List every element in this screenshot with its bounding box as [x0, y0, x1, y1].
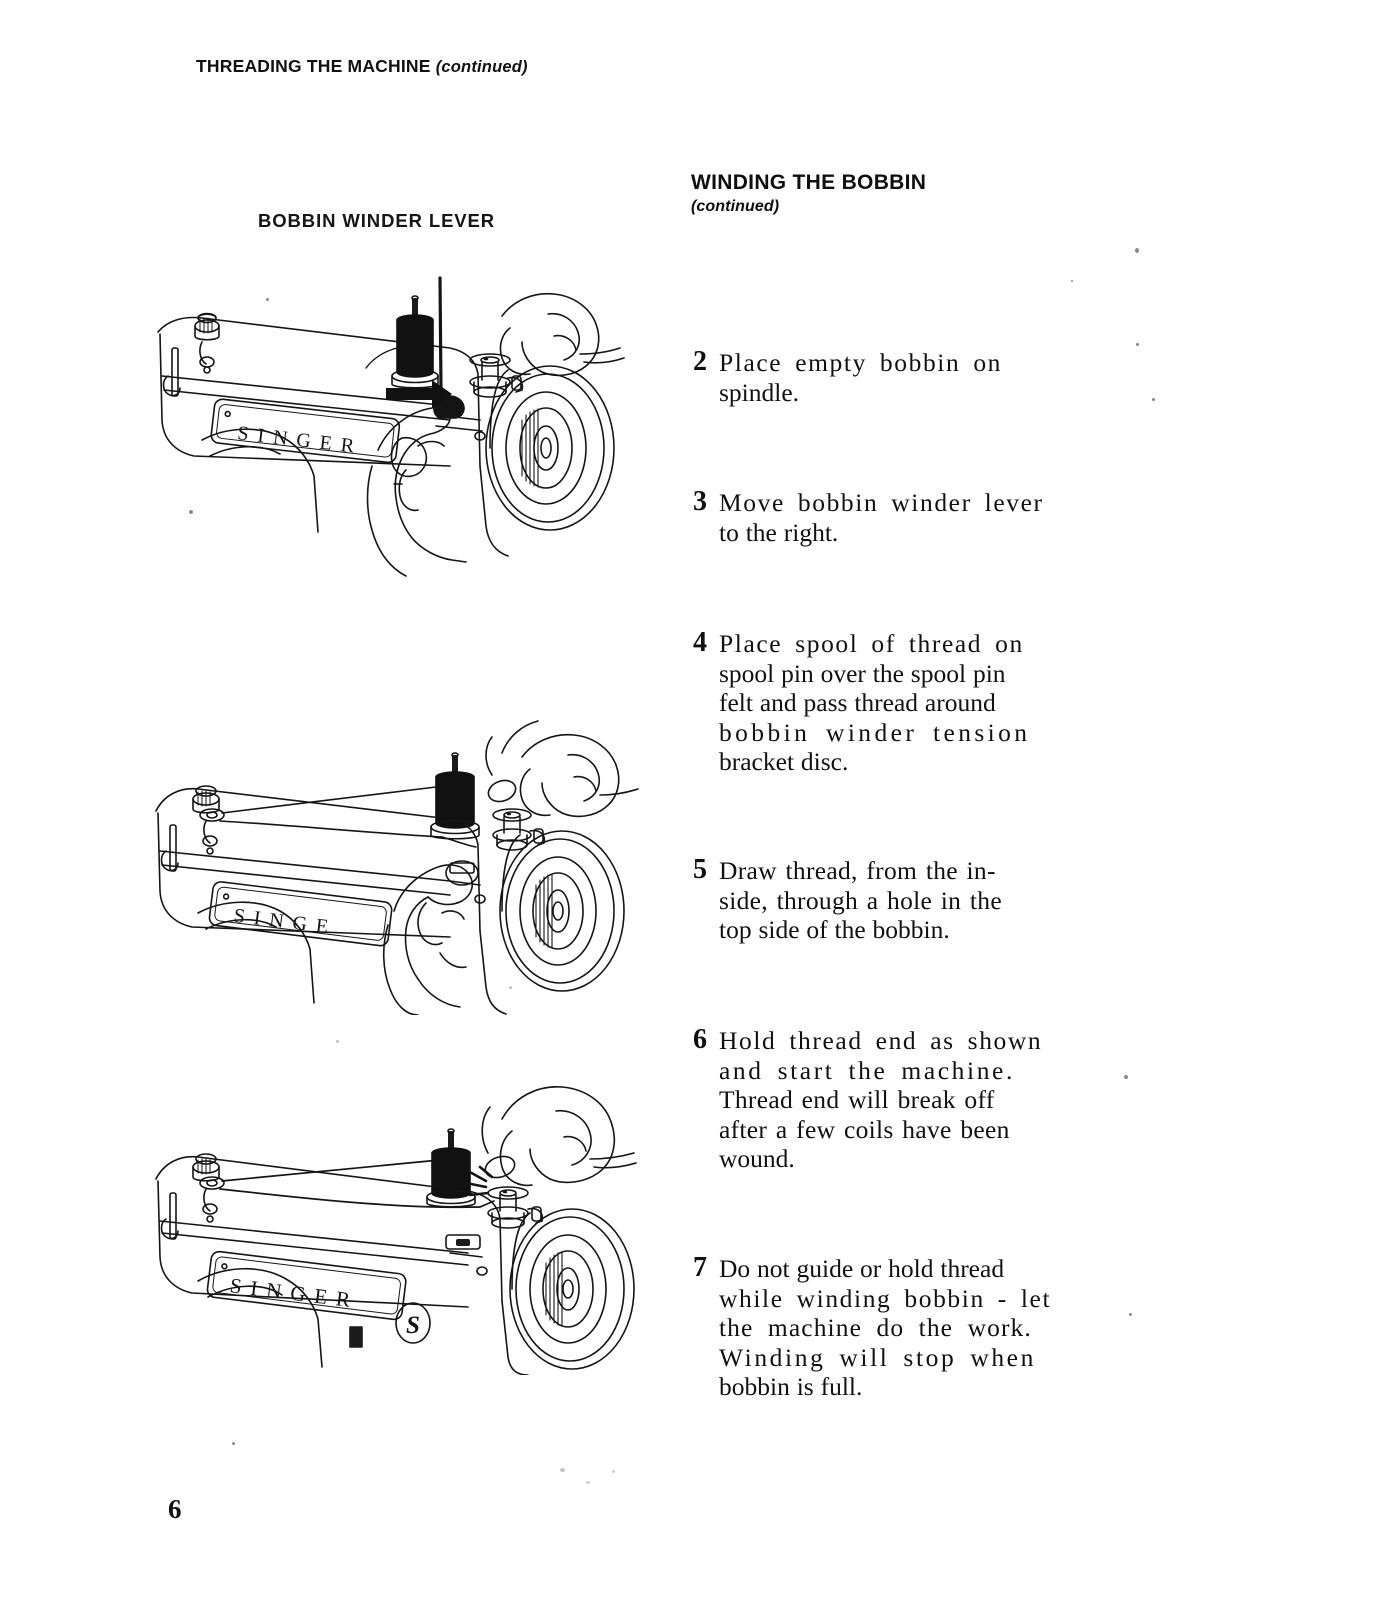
step-5-line-3: top side of the bobbin. — [719, 915, 950, 945]
scan-speck — [189, 510, 193, 514]
step-4-line-5: bracket disc. — [719, 747, 849, 777]
step-6-line-1: Hold thread end as shown — [719, 1026, 1043, 1055]
step-7-text: Do not guide or hold thread while windin… — [719, 1254, 1073, 1402]
singer-emblem-s: S — [406, 1312, 420, 1339]
step-6-line-4: after a few coils have been — [719, 1114, 1010, 1144]
step-7-line-3: the machine do the work. — [719, 1313, 1032, 1343]
step-4-line-4: bobbin winder tension — [719, 717, 1031, 747]
step-5-text: Draw thread, from the in- side, through … — [719, 856, 1073, 945]
step-6-line-3: Thread end will break off — [719, 1085, 995, 1115]
step-3-number: 3 — [693, 486, 707, 517]
section-continued: (continued) — [691, 197, 780, 215]
step-2: 2 Place empty bobbin on spindle. — [693, 348, 1073, 407]
step-4-line-2: spool pin over the spool pin — [719, 658, 1006, 688]
step-5-line-1: Draw thread, from the in- — [719, 856, 996, 885]
step-6-line-2: and start the machine. — [719, 1055, 1015, 1085]
figure-thread-around-tension-disc: SINGE — [150, 715, 640, 1015]
scan-speck — [1129, 1313, 1132, 1316]
figure-bobbin-winder-lever: SINGER — [150, 270, 640, 580]
step-4-line-1: Place spool of thread on — [719, 629, 1024, 658]
figure-hold-thread-end: SINGER S — [150, 1075, 640, 1375]
step-4-line-3: felt and pass thread around — [719, 688, 996, 718]
step-2-line-2: spindle. — [719, 377, 800, 407]
step-5-number: 5 — [693, 854, 707, 885]
step-2-line-1: Place empty bobbin on — [719, 348, 1003, 377]
figure-caption-bobbin-winder-lever: BOBBIN WINDER LEVER — [258, 210, 496, 231]
scan-speck — [509, 986, 512, 989]
step-3-line-1: Move bobbin winder lever — [719, 488, 1044, 517]
running-head-title: THREADING THE MACHINE — [196, 56, 431, 76]
step-7-line-4: Winding will stop when — [719, 1342, 1036, 1372]
step-6-number: 6 — [693, 1024, 707, 1055]
step-2-text: Place empty bobbin on spindle. — [719, 348, 1073, 407]
step-4: 4 Place spool of thread on spool pin ove… — [693, 629, 1073, 777]
scan-speck — [560, 1468, 565, 1472]
scan-speck — [586, 1481, 590, 1484]
step-7-line-2: while winding bobbin - let — [719, 1283, 1052, 1313]
scan-speck — [336, 1040, 339, 1043]
step-4-text: Place spool of thread on spool pin over … — [719, 629, 1073, 777]
scan-speck — [612, 1470, 615, 1473]
step-3-text: Move bobbin winder lever to the right. — [719, 488, 1073, 547]
step-6: 6 Hold thread end as shown and start the… — [693, 1026, 1073, 1174]
step-5: 5 Draw thread, from the in- side, throug… — [693, 856, 1073, 945]
step-7-line-5: bobbin is full. — [719, 1372, 863, 1402]
step-7-line-1: Do not guide or hold thread — [719, 1254, 1005, 1283]
step-6-text: Hold thread end as shown and start the m… — [719, 1026, 1073, 1174]
page-number: 6 — [168, 1494, 182, 1524]
step-3-line-2: to the right. — [719, 517, 839, 547]
step-3: 3 Move bobbin winder lever to the right. — [693, 488, 1073, 547]
section-heading: WINDING THE BOBBIN (continued) — [691, 171, 927, 216]
step-7-number: 7 — [693, 1252, 707, 1283]
scan-speck — [266, 298, 269, 301]
step-2-number: 2 — [693, 346, 707, 377]
scan-speck — [1135, 248, 1139, 253]
scan-speck — [1152, 398, 1155, 401]
scan-speck — [1071, 280, 1073, 282]
scan-speck — [1136, 343, 1139, 346]
scan-speck — [1124, 1075, 1128, 1079]
running-head-continued: (continued) — [435, 58, 528, 76]
step-5-line-2: side, through a hole in the — [719, 885, 1002, 915]
step-6-line-5: wound. — [719, 1144, 795, 1174]
step-7: 7 Do not guide or hold thread while wind… — [693, 1254, 1073, 1402]
running-head: THREADING THE MACHINE (continued) — [196, 56, 528, 77]
step-4-number: 4 — [693, 627, 707, 658]
scan-speck — [232, 1442, 235, 1445]
section-title: WINDING THE BOBBIN — [691, 171, 927, 194]
